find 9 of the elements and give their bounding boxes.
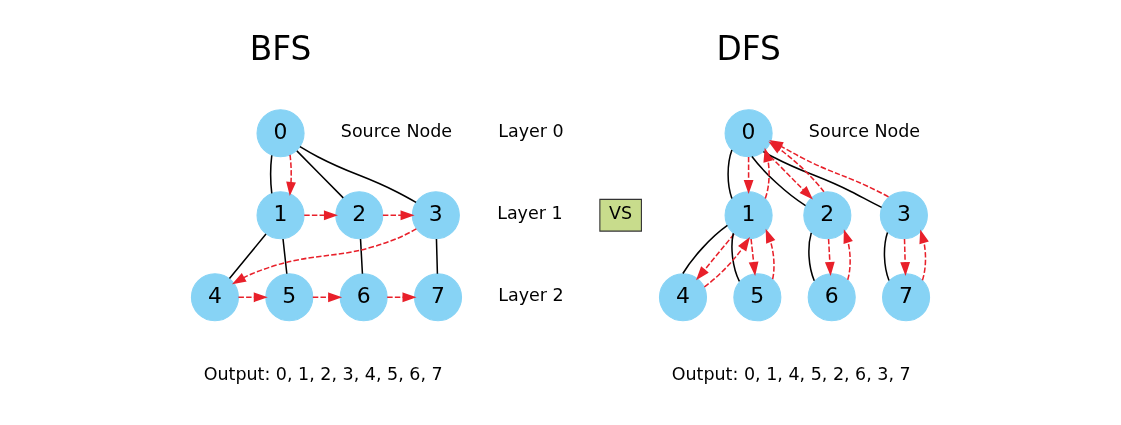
label: Layer 2: [498, 285, 564, 306]
label: BFS: [249, 30, 312, 69]
label: Layer 1: [497, 203, 563, 224]
label: Source Node: [340, 121, 453, 142]
label: Output: 0, 1, 2, 3, 4, 5, 6, 7: [203, 363, 443, 384]
label: DFS: [716, 30, 781, 69]
label: Source Node: [808, 121, 921, 142]
label: Layer 0: [498, 121, 564, 142]
label: Output: 0, 1, 4, 5, 2, 6, 3, 7: [671, 363, 911, 384]
